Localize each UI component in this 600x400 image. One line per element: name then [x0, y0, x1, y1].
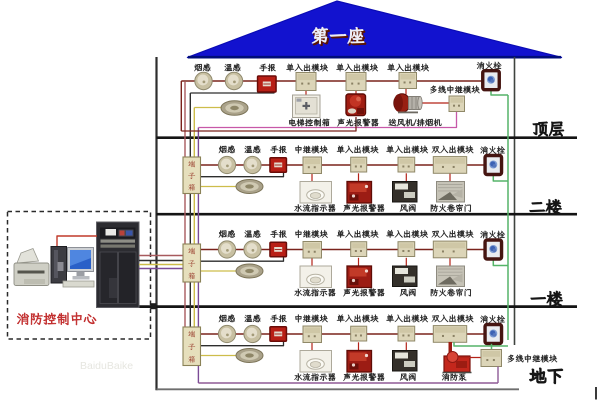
svg-text:BaiduBaike: BaiduBaike: [80, 360, 133, 372]
